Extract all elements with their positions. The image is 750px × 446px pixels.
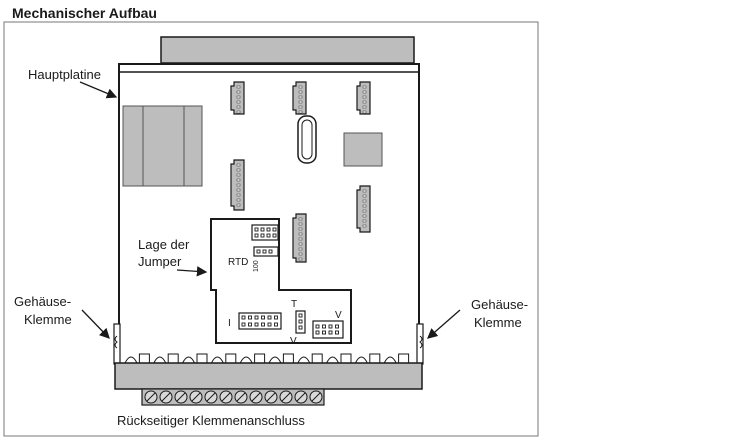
current-jumper-label: I: [228, 318, 231, 329]
housing-right-label-line2: Klemme: [474, 315, 522, 330]
terminal-screw: [189, 390, 203, 404]
drawing-frame: [3, 21, 539, 437]
edge-component: [354, 356, 368, 364]
housing-left-label-line1: Gehäuse-: [14, 294, 71, 309]
edge-component: [282, 353, 294, 364]
edge-component: [182, 356, 196, 364]
main-board-arrow: [79, 81, 118, 99]
jumper-rtd-lower: [253, 246, 279, 257]
rtd-label: RTD: [228, 257, 248, 268]
terminal-screw: [204, 390, 218, 404]
jumper-label-line1: Lage der: [138, 237, 190, 252]
main-board-label: Hauptplatine: [28, 67, 101, 82]
pin-connector: [356, 185, 371, 233]
display-module: [160, 36, 415, 64]
edge-component: [239, 356, 253, 364]
terminal-screw: [309, 390, 323, 404]
housing-clip-left: [113, 323, 121, 365]
crystal-oscillator: [297, 115, 317, 164]
edge-component: [297, 356, 311, 364]
housing-left-label-line2: Klemme: [24, 312, 72, 327]
edge-component: [398, 353, 410, 364]
housing-left-arrow: [81, 309, 110, 339]
rear-housing: [114, 362, 423, 390]
terminal-screws: [144, 390, 323, 404]
edge-component: [268, 356, 282, 364]
page-title: Mechanischer Aufbau: [12, 5, 157, 21]
edge-component: [311, 353, 323, 364]
housing-clip-right: [416, 323, 424, 365]
edge-component: [340, 353, 352, 364]
board-edge-components: [124, 353, 410, 364]
terminal-screw: [279, 390, 293, 404]
jumper-arrow: [176, 266, 208, 277]
housing-right-label-line1: Gehäuse-: [471, 297, 528, 312]
terminal-screw: [234, 390, 248, 404]
terminal-screw: [219, 390, 233, 404]
pin-connector: [230, 159, 245, 211]
terminal-screw: [144, 390, 158, 404]
edge-component: [225, 353, 237, 364]
jumper-voltage: [312, 320, 344, 339]
edge-component: [153, 356, 167, 364]
pin-connector: [230, 81, 245, 115]
edge-component: [254, 353, 266, 364]
terminal-screw: [159, 390, 173, 404]
edge-component: [326, 356, 340, 364]
transformer-block: [122, 105, 203, 187]
jumper-current: [238, 312, 282, 330]
pin-connector: [292, 81, 307, 115]
jumper-label-line2: Jumper: [138, 254, 182, 269]
rtd-value-label: 100: [253, 260, 260, 272]
ic-chip: [343, 132, 383, 167]
jumper-tv: [295, 310, 306, 334]
terminal-screw: [264, 390, 278, 404]
edge-component: [369, 353, 381, 364]
terminal-screw: [294, 390, 308, 404]
edge-component: [167, 353, 179, 364]
edge-component: [138, 353, 150, 364]
terminal-block: [141, 388, 325, 406]
edge-component: [124, 356, 138, 364]
pin-connector: [356, 81, 371, 115]
housing-right-arrow: [427, 309, 461, 339]
terminal-screw: [174, 390, 188, 404]
edge-component: [196, 353, 208, 364]
rear-terminal-label: Rückseitiger Klemmenanschluss: [117, 413, 305, 428]
jumper-rtd-upper: [251, 224, 279, 241]
jumper-area: [210, 218, 352, 344]
pin-connector: [292, 213, 307, 263]
edge-component: [383, 356, 397, 364]
v-right-jumper-label: V: [335, 310, 342, 321]
terminal-screw: [249, 390, 263, 404]
t-jumper-label: T: [291, 299, 297, 310]
v-jumper-label: V: [290, 336, 297, 347]
pin-connectors: [230, 81, 371, 263]
edge-component: [210, 356, 224, 364]
